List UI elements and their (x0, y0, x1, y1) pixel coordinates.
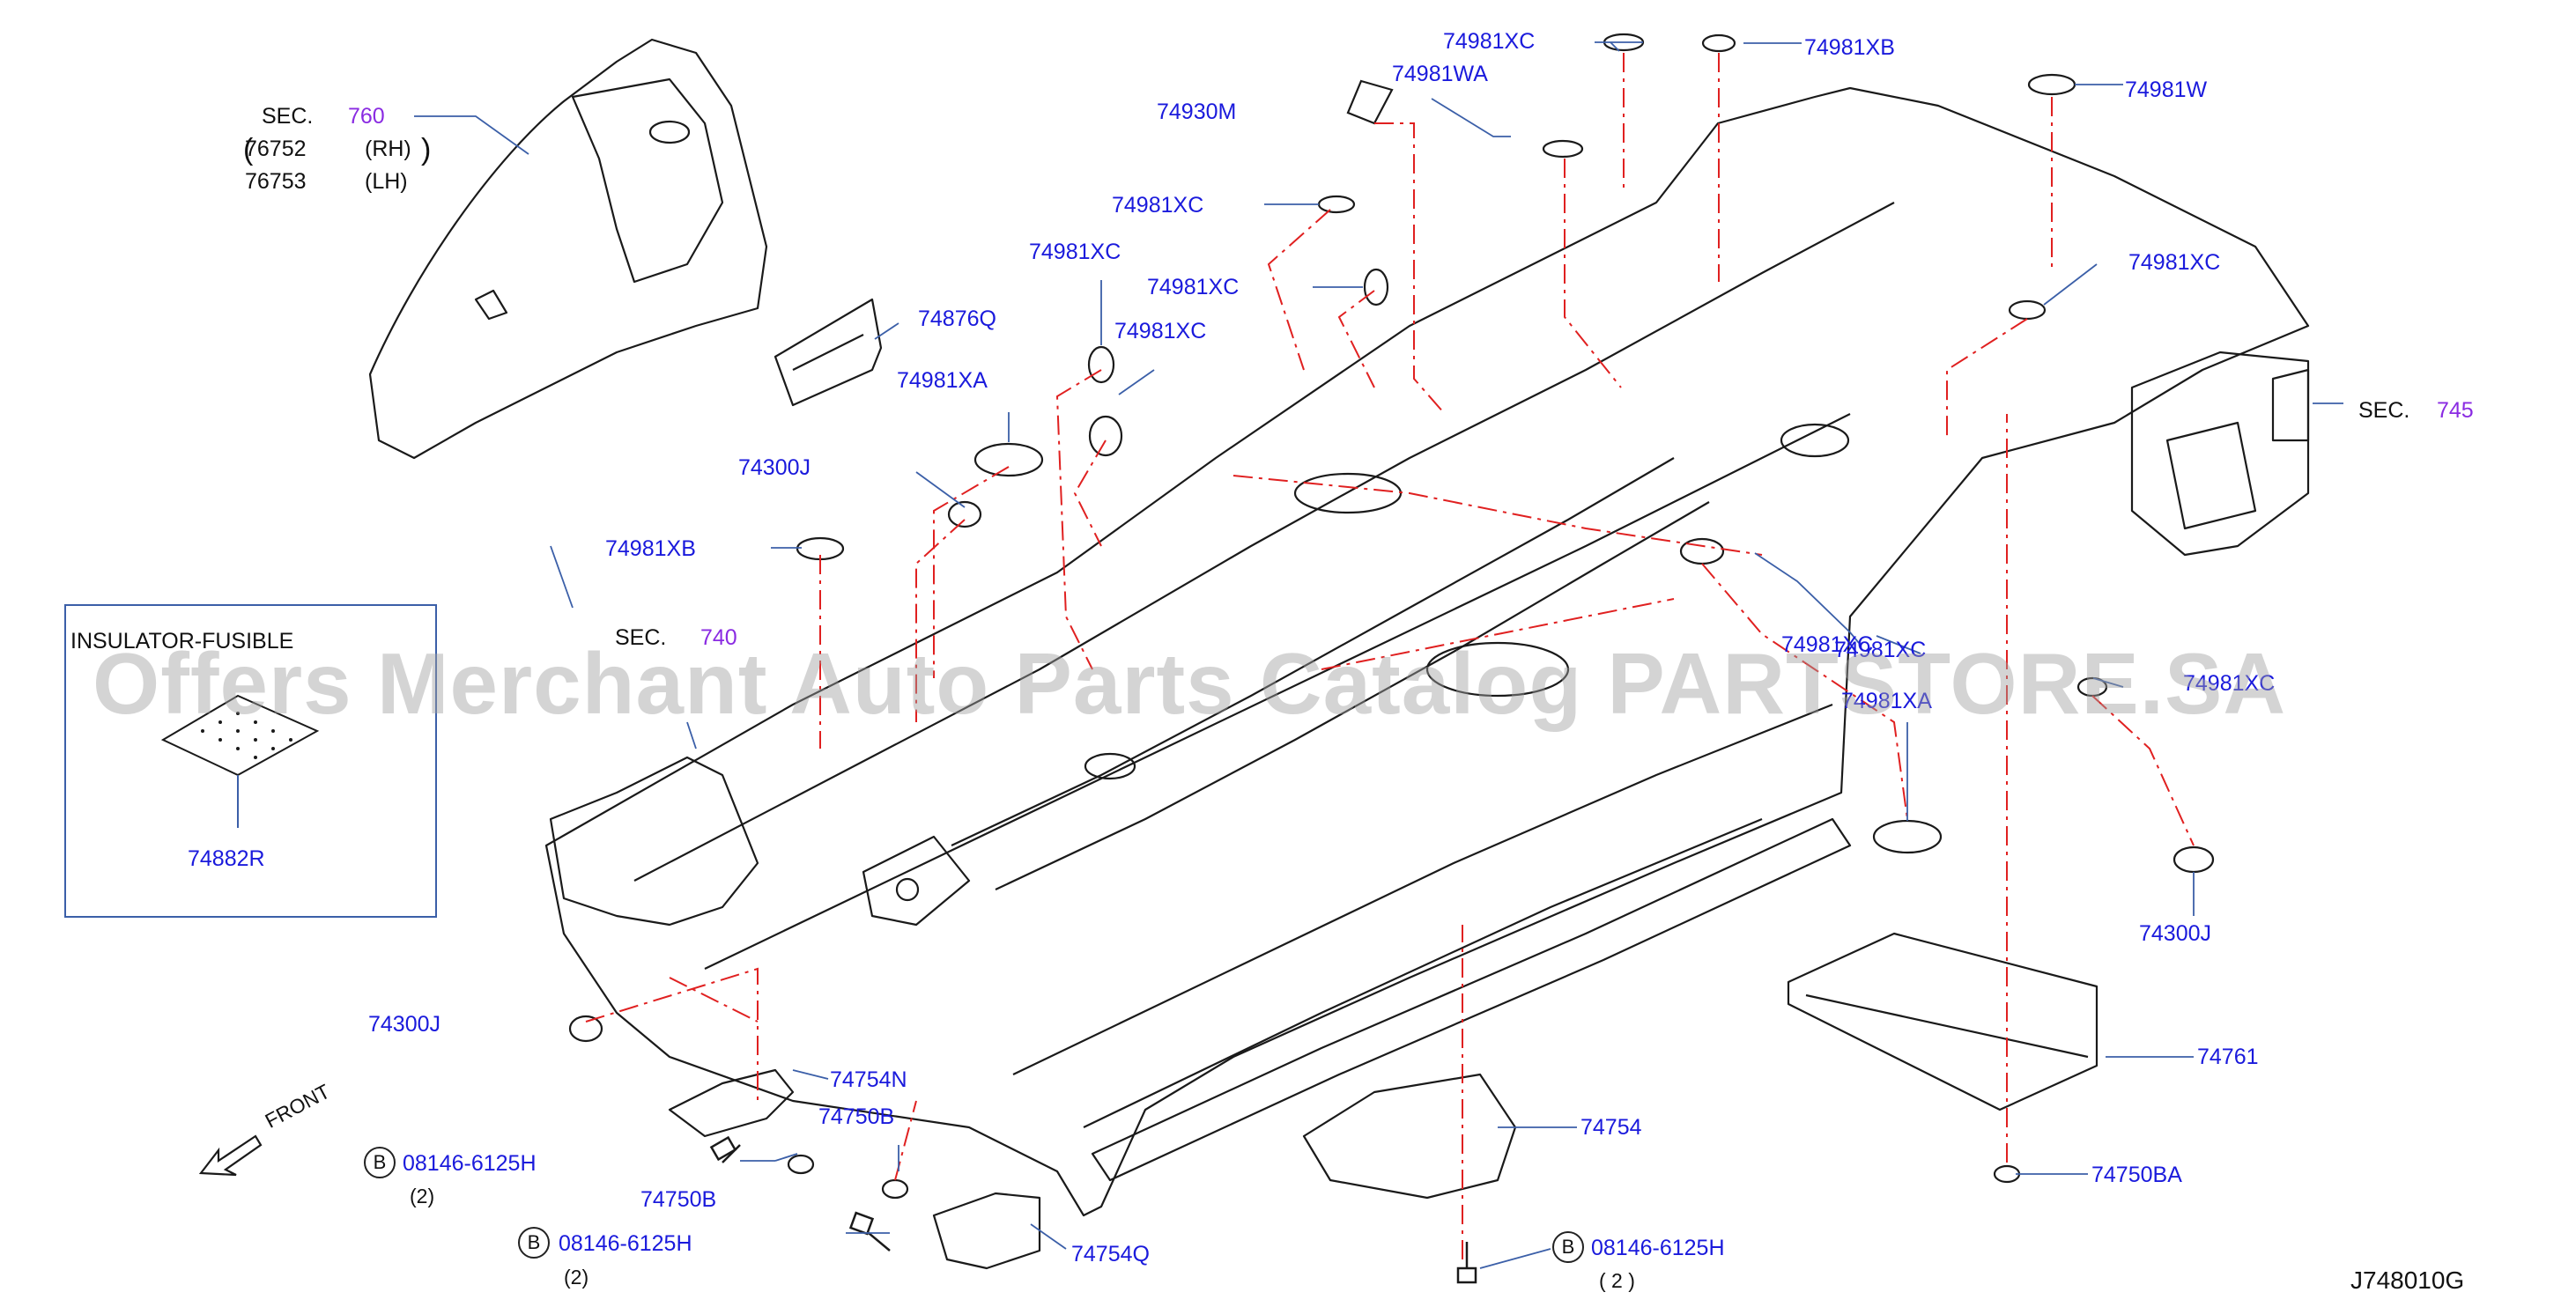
part-label-74754q[interactable]: 74754Q (1071, 1242, 1150, 1266)
part-label-74300j[interactable]: 74300J (2139, 921, 2212, 946)
close-paren: ) (421, 133, 432, 166)
bolt-ref-circle-b: B (1552, 1231, 1584, 1263)
part-label-74981wa[interactable]: 74981WA (1392, 62, 1488, 86)
side-rh: (RH) (365, 137, 411, 161)
sec-760-prefix: SEC. (262, 104, 314, 129)
side-lh: (LH) (365, 169, 408, 194)
bolt-ref-circle-b: B (518, 1227, 550, 1259)
part-label-74981xc[interactable]: 74981XC (1114, 319, 1207, 343)
underbody-cover (1787, 932, 2099, 1111)
part-label-74981xc[interactable]: 74981XC (1834, 638, 1927, 662)
bolt-ref-qty: ( 2 ) (1599, 1269, 1635, 1292)
part-label-74981xc[interactable]: 74981XC (1112, 193, 1204, 218)
part-label-74750b[interactable]: 74750B (818, 1104, 895, 1129)
insulator-fusible-inset (64, 604, 437, 918)
part-label-74981xc[interactable]: 74981XC (2128, 250, 2221, 275)
part-label-74882r[interactable]: 74882R (188, 846, 265, 871)
part-label-74981xa[interactable]: 74981XA (897, 368, 988, 393)
part-label-74981xc[interactable]: 74981XC (1029, 240, 1121, 264)
part-label-74300j[interactable]: 74300J (368, 1012, 441, 1037)
sec-745-number[interactable]: 745 (2437, 398, 2474, 423)
open-paren: ( (243, 133, 254, 166)
part-label-74754n[interactable]: 74754N (830, 1067, 907, 1092)
part-label-74300j[interactable]: 74300J (738, 455, 811, 480)
part-label-74750ba[interactable]: 74750BA (2091, 1163, 2182, 1187)
sec-740-prefix: SEC. (615, 625, 667, 650)
bolt-ref-qty: (2) (564, 1266, 589, 1289)
drawing-code: J748010G (2350, 1266, 2465, 1294)
part-label-74750b[interactable]: 74750B (640, 1187, 717, 1212)
floor-panel-assembly (544, 86, 2310, 1217)
part-label-74981xb[interactable]: 74981XB (605, 536, 696, 561)
part-label-74754[interactable]: 74754 (1580, 1115, 1642, 1140)
part-label-74981xc[interactable]: 74981XC (2183, 671, 2276, 696)
part-label-74930m[interactable]: 74930M (1157, 100, 1237, 124)
front-direction-arrow (198, 1134, 263, 1177)
part-76752: 76752 (245, 137, 307, 161)
part-label-74876q[interactable]: 74876Q (918, 306, 996, 331)
sec-745-prefix: SEC. (2358, 398, 2410, 423)
bolt-ref-part[interactable]: 08146-6125H (403, 1151, 537, 1176)
sec-760-number[interactable]: 760 (348, 104, 385, 129)
part-label-74981xa[interactable]: 74981XA (1841, 689, 1932, 713)
bolt-ref-part[interactable]: 08146-6125H (1591, 1236, 1725, 1260)
part-label-74981xb[interactable]: 74981XB (1804, 35, 1895, 60)
sec-740-number[interactable]: 740 (700, 625, 737, 650)
wheel-housing-insulator (368, 38, 768, 460)
part-label-74981w[interactable]: 74981W (2125, 78, 2208, 102)
part-label-74761[interactable]: 74761 (2197, 1045, 2259, 1069)
part-label-74981xc[interactable]: 74981XC (1443, 29, 1536, 54)
bolt-ref-qty: (2) (410, 1185, 435, 1207)
part-76753: 76753 (245, 169, 307, 194)
bolt-ref-part[interactable]: 08146-6125H (559, 1231, 692, 1256)
part-label-74981xc[interactable]: 74981XC (1781, 632, 1874, 657)
bolt-ref-circle-b: B (364, 1147, 396, 1178)
inset-title: INSULATOR-FUSIBLE (70, 629, 294, 654)
part-label-74981xc[interactable]: 74981XC (1147, 275, 1240, 299)
